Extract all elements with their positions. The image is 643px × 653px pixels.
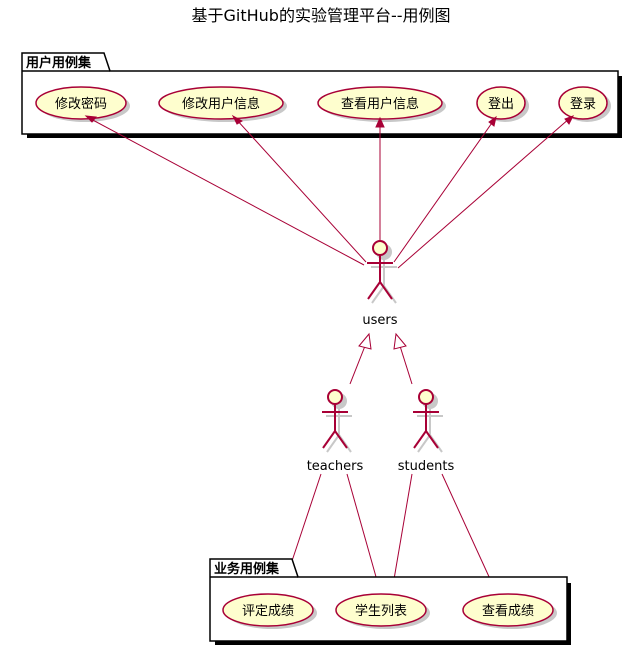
use-case-label: 学生列表 (355, 603, 407, 619)
use-case-label: 查看成绩 (482, 603, 534, 619)
use-case-student-list[interactable]: 学生列表 (335, 593, 430, 629)
edge-users-change-password (88, 117, 365, 266)
use-case-label: 评定成绩 (242, 604, 294, 619)
generalization-arrow-icon (393, 332, 407, 350)
use-case-edit-profile[interactable]: 修改用户信息 (158, 86, 287, 122)
actor-label: students (398, 459, 455, 474)
edge-students-users (399, 345, 413, 385)
use-case-label: 修改用户信息 (182, 96, 260, 112)
association-edges-users (84, 114, 575, 269)
use-case-view-profile[interactable]: 查看用户信息 (317, 86, 446, 122)
generalization-edges (349, 332, 413, 385)
edge-students-view-grades (441, 473, 497, 593)
edge-users-edit-profile (235, 118, 367, 263)
arrowhead-icon (488, 115, 497, 127)
actor-label: teachers (307, 459, 364, 474)
edge-users-login (397, 117, 571, 269)
use-case-label: 修改密码 (55, 96, 107, 112)
arrowhead-icon (564, 115, 575, 125)
actor-head-icon (418, 389, 434, 405)
arrowhead-icon (375, 116, 385, 128)
use-case-label: 登录 (570, 97, 596, 112)
use-case-label: 查看用户信息 (341, 96, 419, 112)
use-case-view-grades[interactable]: 查看成绩 (462, 593, 557, 629)
actor-students[interactable]: students (398, 389, 455, 474)
generalization-arrow-icon (358, 332, 372, 350)
actor-head-icon (372, 240, 388, 256)
diagram-title: 基于GitHub的实验管理平台--用例图 (192, 6, 451, 25)
package-business-title: 业务用例集 (214, 561, 280, 577)
edge-teachers-users (349, 345, 366, 385)
edge-teachers-student-list (346, 473, 381, 592)
actor-head-icon (327, 389, 343, 405)
use-case-login[interactable]: 登录 (558, 86, 611, 122)
actor-teachers[interactable]: teachers (307, 389, 364, 474)
arrowhead-icon (84, 115, 97, 123)
actor-label: users (362, 313, 397, 328)
arrowhead-icon (231, 114, 243, 125)
edge-users-logout (393, 119, 495, 263)
use-case-grade[interactable]: 评定成绩 (222, 593, 317, 629)
actor-users[interactable]: users (362, 240, 398, 328)
use-case-label: 登出 (488, 97, 514, 112)
use-case-logout[interactable]: 登出 (476, 86, 529, 122)
package-user-title: 用户用例集 (25, 55, 92, 71)
edge-students-student-list (391, 473, 413, 592)
use-case-change-password[interactable]: 修改密码 (35, 86, 130, 122)
